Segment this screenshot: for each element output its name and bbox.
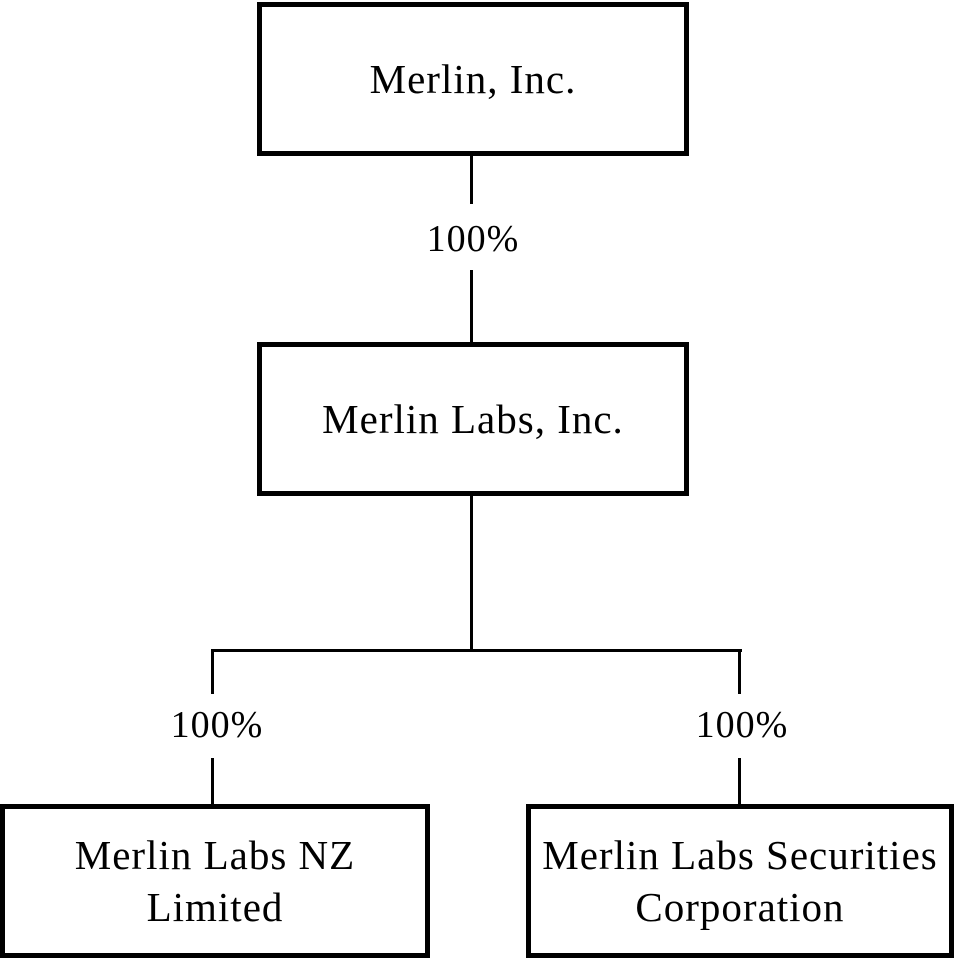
- connector-right-upper-segment: [738, 652, 741, 694]
- node-merlin-labs-securities-corporation: Merlin Labs Securities Corporation: [526, 804, 954, 958]
- connector-middle-stem: [470, 496, 473, 652]
- connector-left-upper-segment: [211, 652, 214, 694]
- node-merlin-labs-nz-limited-line2: Limited: [146, 884, 284, 930]
- node-merlin-inc: Merlin, Inc.: [257, 2, 689, 156]
- ownership-label-right: 100%: [695, 704, 789, 746]
- node-merlin-labs-securities-corporation-line1: Merlin Labs Securities: [542, 832, 938, 878]
- connector-top-upper-segment: [470, 156, 473, 204]
- connector-branch-bar: [211, 649, 742, 652]
- node-merlin-labs-inc-label: Merlin Labs, Inc.: [322, 396, 624, 442]
- connector-right-lower-segment: [738, 758, 741, 804]
- ownership-label-left: 100%: [170, 704, 264, 746]
- ownership-label-top: 100%: [426, 218, 520, 260]
- node-merlin-labs-securities-corporation-line2: Corporation: [635, 884, 845, 930]
- connector-top-lower-segment: [470, 270, 473, 342]
- connector-left-lower-segment: [211, 758, 214, 804]
- node-merlin-inc-label: Merlin, Inc.: [369, 56, 577, 102]
- node-merlin-labs-nz-limited-line1: Merlin Labs NZ: [74, 832, 356, 878]
- node-merlin-labs-nz-limited: Merlin Labs NZ Limited: [0, 804, 430, 958]
- node-merlin-labs-inc: Merlin Labs, Inc.: [257, 342, 689, 496]
